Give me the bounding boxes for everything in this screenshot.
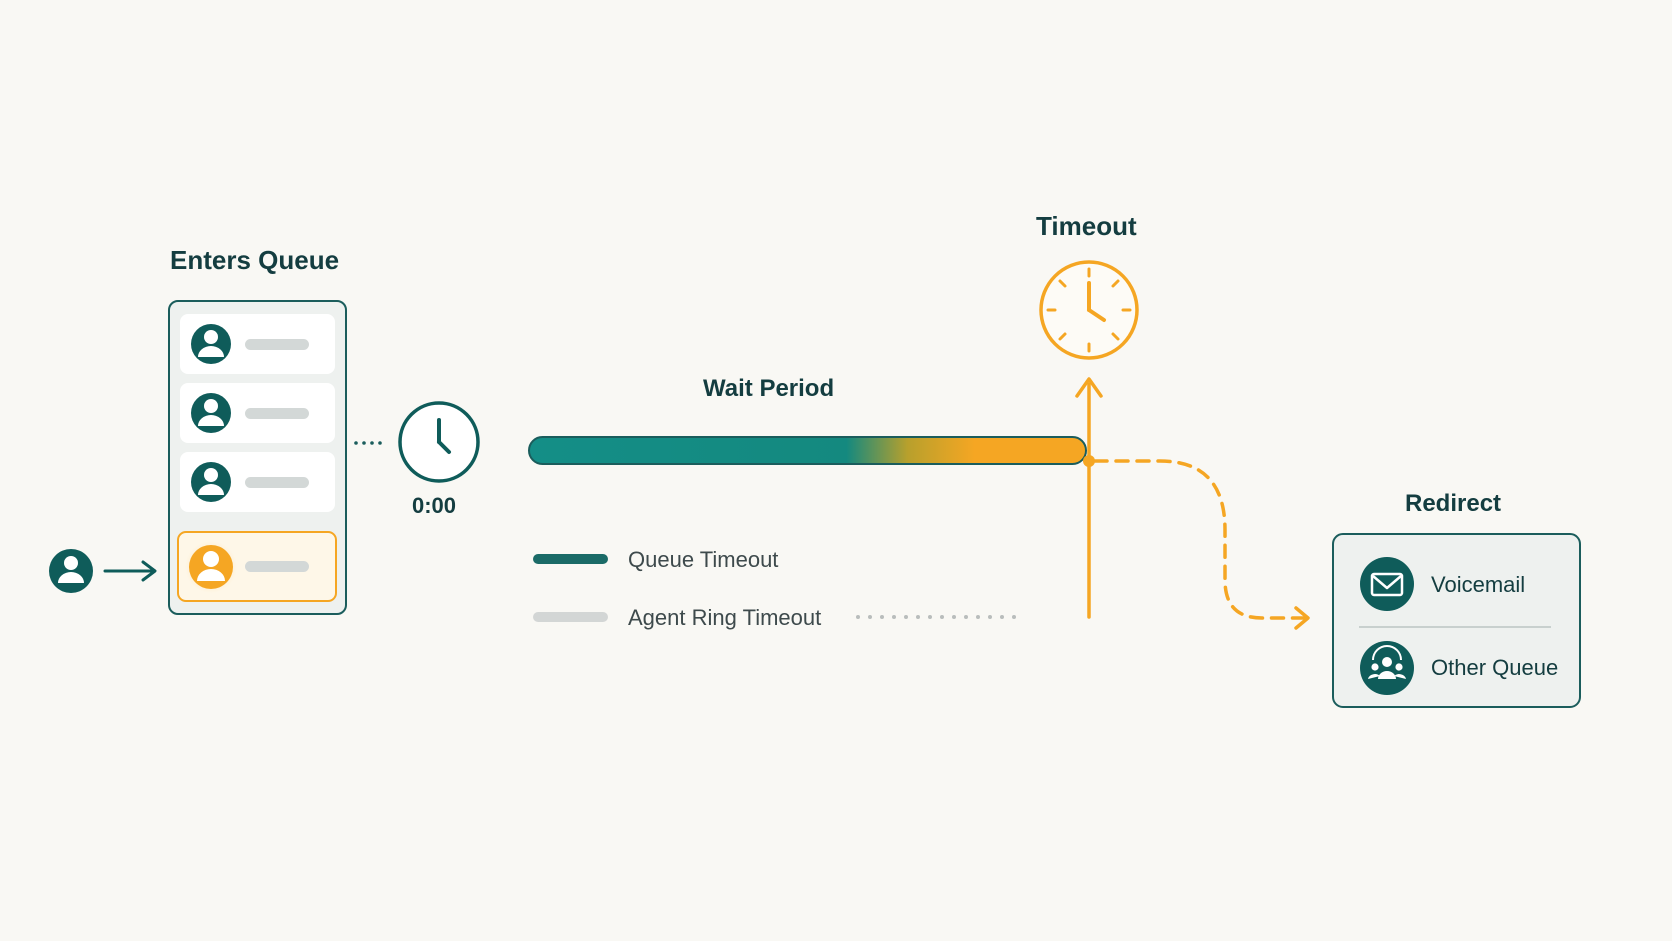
envelope-icon	[1360, 557, 1414, 611]
legend-swatch-queue-timeout	[533, 554, 608, 564]
queue-slot-active	[177, 531, 337, 602]
timeout-clock-icon	[1039, 260, 1139, 360]
queue-slot	[180, 452, 335, 512]
redirect-path-arrow	[1093, 459, 1310, 630]
redirect-title: Redirect	[1405, 490, 1502, 517]
start-clock-icon	[398, 401, 480, 483]
redirect-option-other-queue: Other Queue	[1431, 655, 1559, 680]
agent-ring-dotted-line	[856, 615, 1016, 619]
queue-slot	[180, 383, 335, 443]
wait-period-label: Wait Period	[703, 375, 835, 402]
enter-arrow	[103, 560, 157, 582]
queue-title: Enters Queue	[170, 245, 340, 275]
legend-queue-timeout-label: Queue Timeout	[628, 547, 779, 572]
wait-period-bar	[528, 436, 1087, 465]
timeout-label: Timeout	[1036, 211, 1137, 241]
legend-agent-ring-timeout-label: Agent Ring Timeout	[628, 605, 822, 630]
redirect-option-voicemail: Voicemail	[1431, 572, 1526, 597]
legend-swatch-agent-ring-timeout	[533, 612, 608, 622]
queue-slot	[180, 314, 335, 374]
timer-connector	[354, 441, 382, 445]
incoming-caller-icon	[49, 549, 93, 593]
group-icon	[1360, 641, 1414, 695]
timer-value: 0:00	[412, 493, 457, 518]
timeout-marker-arrow	[1075, 377, 1103, 619]
